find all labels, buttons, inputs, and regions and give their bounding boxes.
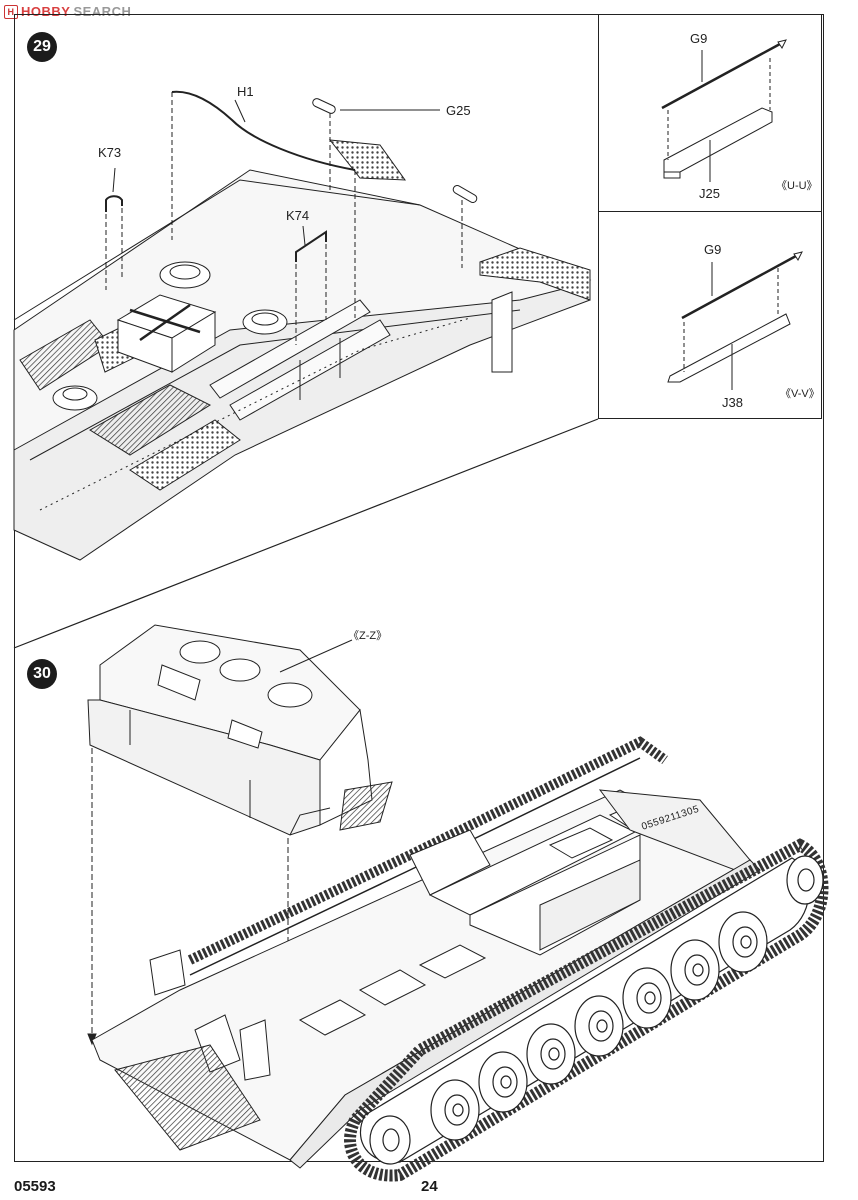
- hobbysearch-logo-icon: H: [4, 4, 18, 19]
- label-h1: H1: [237, 84, 254, 99]
- detail-uu-top-label: G9: [690, 31, 708, 46]
- detail-uu-bottom-label: J25: [699, 186, 720, 201]
- detail-vv-drawing: [667, 251, 803, 390]
- road-wheel: [622, 967, 672, 1029]
- label-k74: K74: [286, 208, 310, 223]
- step-29-badge: 29: [27, 32, 57, 62]
- label-g25: G25: [446, 103, 471, 118]
- label-k73: K73: [98, 145, 122, 160]
- step30-upper-hull: [87, 624, 393, 836]
- road-wheel: [718, 911, 768, 973]
- step29-hull-top: [13, 139, 592, 561]
- detail-uu-section-label: 《U-U》: [776, 180, 818, 192]
- watermark: H HOBBY SEARCH: [4, 4, 131, 19]
- section-zz-label: 《Z-Z》: [348, 630, 388, 642]
- step30-chassis: [91, 736, 761, 1169]
- detail-uu-drawing: [661, 39, 787, 182]
- detail-vv-section-label: 《V-V》: [780, 388, 820, 400]
- road-wheel: [526, 1023, 576, 1085]
- page-frame: [14, 14, 824, 1162]
- idler-wheel: [369, 1115, 411, 1165]
- step29-callouts: [105, 90, 478, 345]
- step-30-badge: 30: [27, 659, 57, 689]
- page-number: 24: [421, 1178, 438, 1195]
- drive-sprocket: [786, 855, 824, 905]
- road-wheel: [478, 1051, 528, 1113]
- road-wheel: [670, 939, 720, 1001]
- watermark-brand: HOBBY: [21, 4, 71, 19]
- step30-road-wheels: [369, 855, 824, 1165]
- watermark-word: SEARCH: [73, 4, 132, 19]
- step-divider-line: [13, 418, 599, 649]
- product-code: 05593: [14, 1178, 56, 1195]
- road-wheel: [574, 995, 624, 1057]
- detail-vv-bottom-label: J38: [722, 395, 743, 410]
- road-wheel: [430, 1079, 480, 1141]
- detail-vv-top-label: G9: [704, 242, 722, 257]
- detail-box-vv: [598, 211, 822, 419]
